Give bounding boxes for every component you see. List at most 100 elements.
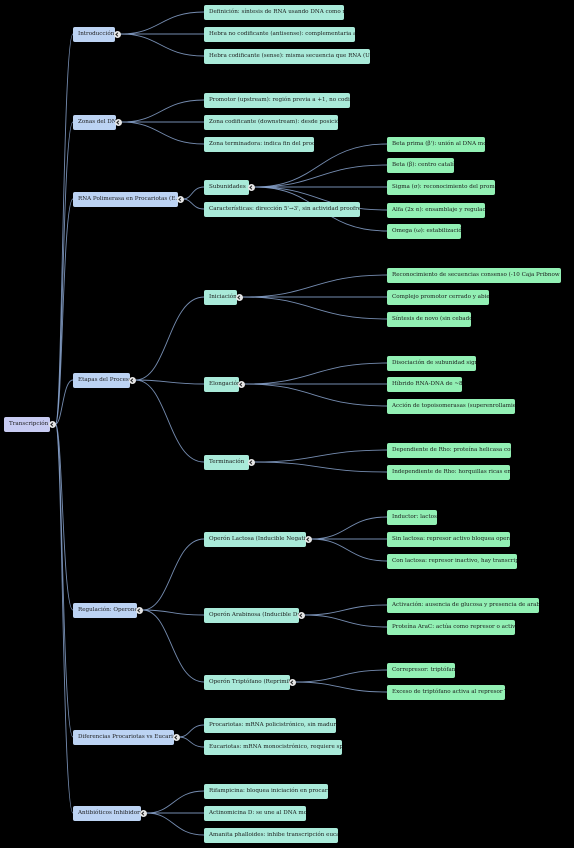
node-operon-triptofano-reprimible[interactable]: Operón Triptófano (Reprimible) <box>204 674 290 690</box>
node-correpresor-triptofano: Correpresor: triptófano <box>387 662 455 678</box>
node-zona-terminadora-indica-fin-del-proceso: Zona terminadora: indica fin del proceso <box>204 136 314 152</box>
connector-line <box>295 681 388 693</box>
connector-line <box>244 383 388 407</box>
connector-line <box>120 33 205 57</box>
node-activacion-ausencia-de-glucosa-y-presenc: Activación: ausencia de glucosa y presen… <box>387 597 539 613</box>
connector-line <box>254 143 388 188</box>
node-alfa-2x-ensamblaje-y-regulacion: Alfa (2x α): ensamblaje y regulación <box>387 202 485 218</box>
node-amanita-phalloides-inhibe-transcripcion-: Amanita phalloides: inhibe transcripción… <box>204 827 338 843</box>
node-beta-prima-union-al-dna-molde: Beta prima (β'): unión al DNA molde <box>387 136 485 152</box>
node-zona-codificante-downstream-desde-posici: Zona codificante (downstream): desde pos… <box>204 114 338 130</box>
node-beta-centro-catalitico: Beta (β): centro catalítico <box>387 157 454 173</box>
node-sin-lactosa-represor-activo-bloquea-oper: Sin lactosa: represor activo bloquea ope… <box>387 531 510 547</box>
node-omega-estabilizacion: Omega (ω): estabilización <box>387 223 461 239</box>
node-sintesis-de-novo-sin-cebador: Síntesis de novo (sin cebador) <box>387 311 471 327</box>
node-regulacion-operones[interactable]: Regulación: Operones <box>73 602 137 618</box>
node-actinomicina-d-se-une-al-dna-molde: Actinomicina D: se une al DNA molde <box>204 805 306 821</box>
node-hebra-no-codificante-antisense-complemen: Hebra no codificante (antisense): comple… <box>204 26 355 42</box>
connector-line <box>183 198 205 210</box>
connector-line <box>179 736 205 748</box>
node-complejo-promotor-cerrado-y-abierto: Complejo promotor cerrado y abierto <box>387 289 489 305</box>
connector-line <box>135 379 205 463</box>
node-accion-de-topoisomerasas-superenrollamie: Acción de topoisomerasas (superenrollami… <box>387 398 515 414</box>
collapse-toggle-icon[interactable] <box>135 606 143 614</box>
node-exceso-de-triptofano-activa-al-represor-: Exceso de triptófano activa al represor … <box>387 684 505 700</box>
node-introduccion[interactable]: Introducción <box>73 26 115 42</box>
node-proteina-arac-actua-como-represor-o-acti: Proteína AraC: actúa como represor o act… <box>387 619 515 635</box>
node-zonas-del-dna[interactable]: Zonas del DNA <box>73 114 116 130</box>
node-operon-arabinosa-inducible-dual[interactable]: Operón Arabinosa (Inducible Dual) <box>204 607 299 623</box>
node-definicion-sintesis-de-rna-usando-dna-co: Definición: síntesis de RNA usando DNA c… <box>204 4 344 20</box>
collapse-toggle-icon[interactable] <box>288 678 296 686</box>
connector-line <box>183 186 205 200</box>
connector-line <box>142 538 205 611</box>
collapse-toggle-icon[interactable] <box>247 183 255 191</box>
node-eucariotas-mrna-monocistronico-requiere-: Eucariotas: mRNA monocistrónico, requier… <box>204 739 342 755</box>
node-promotor-upstream-region-previa-a-1-no-c: Promotor (upstream): región previa a +1,… <box>204 92 350 108</box>
connector-line <box>254 186 388 211</box>
node-rna-polimerasa-en-procariotas-e-coli[interactable]: RNA Polimerasa en Procariotas (E. coli) <box>73 191 178 207</box>
node-sigma-reconocimiento-del-promotor: Sigma (σ): reconocimiento del promotor <box>387 179 495 195</box>
connector-line <box>142 609 205 683</box>
collapse-toggle-icon[interactable] <box>247 458 255 466</box>
connector-line <box>242 296 388 320</box>
collapse-toggle-icon[interactable] <box>304 535 312 543</box>
node-hebra-codificante-sense-misma-secuencia-: Hebra codificante (sense): misma secuenc… <box>204 48 370 64</box>
collapse-toggle-icon[interactable] <box>139 809 147 817</box>
node-disociacion-de-subunidad-sigma: Disociación de subunidad sigma <box>387 355 476 371</box>
connector-line <box>55 423 74 738</box>
collapse-toggle-icon[interactable] <box>172 733 180 741</box>
connector-line <box>304 614 388 628</box>
collapse-toggle-icon[interactable] <box>48 420 56 428</box>
connector-line <box>55 198 74 425</box>
connector-line <box>121 99 205 123</box>
node-hibrido-rna-dna-de-8-pb: Híbrido RNA-DNA de ~8 pb <box>387 376 462 392</box>
node-diferencias-procariotas-vs-eucariotas[interactable]: Diferencias Procariotas vs Eucariotas <box>73 729 174 745</box>
connector-line <box>120 11 205 35</box>
connector-line <box>135 379 205 385</box>
node-etapas-del-proceso[interactable]: Etapas del Proceso <box>73 372 130 388</box>
connector-line <box>304 604 388 616</box>
node-reconocimiento-de-secuencias-consenso-10: Reconocimiento de secuencias consenso (-… <box>387 267 561 283</box>
connector-line <box>146 812 205 836</box>
connector-line <box>121 121 205 145</box>
node-operon-lactosa-inducible-negativo[interactable]: Operón Lactosa (Inducible Negativo) <box>204 531 306 547</box>
connector-line <box>254 164 388 188</box>
connector-line <box>135 296 205 381</box>
collapse-toggle-icon[interactable] <box>128 376 136 384</box>
node-con-lactosa-represor-inactivo-hay-transc: Con lactosa: represor inactivo, hay tran… <box>387 553 517 569</box>
collapse-toggle-icon[interactable] <box>113 30 121 38</box>
node-rifampicina-bloquea-iniciacion-en-procar: Rifampicina: bloquea iniciación en proca… <box>204 783 328 799</box>
connector-line <box>55 379 74 425</box>
connector-line <box>295 669 388 683</box>
connector-line <box>142 609 205 616</box>
connector-line <box>55 423 74 611</box>
node-elongacion[interactable]: Elongación <box>204 376 239 392</box>
collapse-toggle-icon[interactable] <box>237 380 245 388</box>
node-independiente-de-rho-horquillas-ricas-en: Independiente de Rho: horquillas ricas e… <box>387 464 510 480</box>
collapse-toggle-icon[interactable] <box>114 118 122 126</box>
connector-line <box>244 362 388 385</box>
collapse-toggle-icon[interactable] <box>297 611 305 619</box>
connector-line <box>254 461 388 473</box>
node-subunidades[interactable]: Subunidades <box>204 179 249 195</box>
connector-line <box>311 516 388 540</box>
connector-line <box>242 274 388 298</box>
node-procariotas-mrna-policistronico-sin-madu: Procariotas: mRNA policistrónico, sin ma… <box>204 717 336 733</box>
node-transcripcion[interactable]: Transcripción <box>4 416 50 432</box>
connector-line <box>254 449 388 463</box>
connector-line <box>55 423 74 814</box>
collapse-toggle-icon[interactable] <box>176 195 184 203</box>
collapse-toggle-icon[interactable] <box>235 293 243 301</box>
node-terminacion[interactable]: Terminación <box>204 454 249 470</box>
node-antibioticos-inhibidores[interactable]: Antibióticos Inhibidores <box>73 805 141 821</box>
node-dependiente-de-rho-proteina-helicasa-con: Dependiente de Rho: proteína helicasa co… <box>387 442 511 458</box>
node-caracteristicas-direccion-5-3-sin-activi: Características: dirección 5'→3', sin ac… <box>204 201 360 217</box>
node-inductor-lactosa: Inductor: lactosa <box>387 509 437 525</box>
connector-line <box>311 538 388 562</box>
node-iniciacion[interactable]: Iniciación <box>204 289 237 305</box>
connector-line <box>179 724 205 738</box>
connector-line <box>146 790 205 814</box>
